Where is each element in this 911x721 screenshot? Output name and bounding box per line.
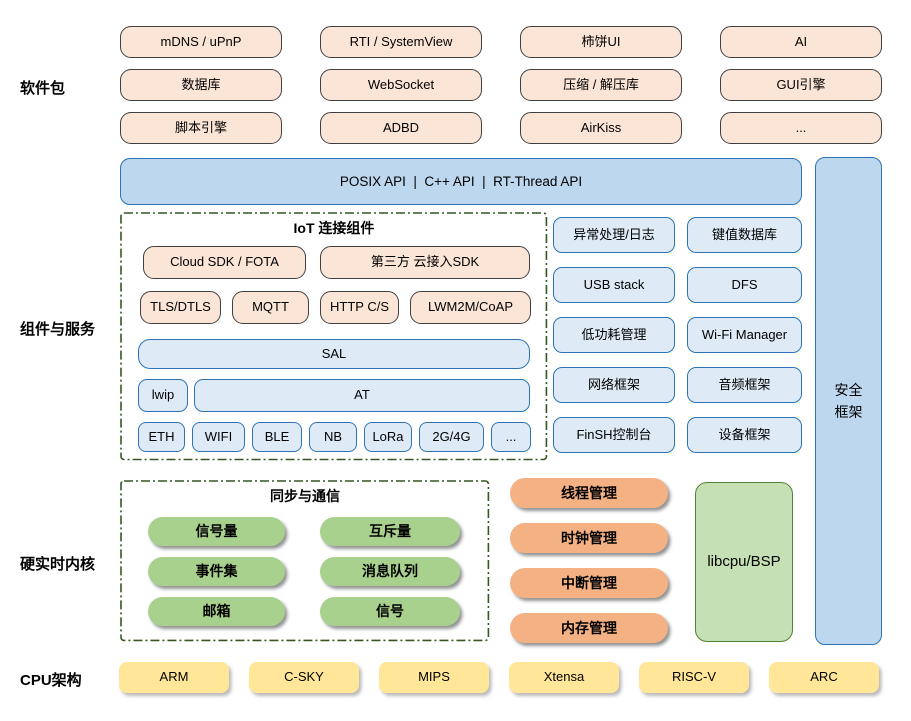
service-box: Wi-Fi Manager [687,317,802,353]
service-box: FinSH控制台 [553,417,675,453]
sync-communication-group: 同步与通信 信号量 互斥量 事件集 消息队列 邮箱 信号 [120,480,490,643]
service-box: 低功耗管理 [553,317,675,353]
cpu-arch-box: RISC-V [639,662,749,693]
lwip-box: lwip [138,379,188,412]
third-party-sdk-box: 第三方 云接入SDK [320,246,530,279]
package-box: AI [720,26,882,58]
service-box: 异常处理/日志 [553,217,675,253]
protocol-box: HTTP C/S [320,291,399,324]
cpu-arch-box: MIPS [379,662,489,693]
mgmt-pill: 中断管理 [510,568,668,598]
sync-group-title: 同步与通信 [270,488,340,504]
service-box: 网络框架 [553,367,675,403]
sync-pill: 邮箱 [148,597,285,626]
link-box: BLE [252,422,302,452]
iot-sdk-row: Cloud SDK / FOTA 第三方 云接入SDK [143,246,548,279]
link-layer-row: ETH WIFI BLE NB LoRa 2G/4G ... [138,422,548,452]
cpu-arch-box: ARC [769,662,879,693]
section-label-cpu: CPU架构 [20,672,82,689]
service-box: DFS [687,267,802,303]
stack-row: lwip AT [138,379,548,412]
api-bar: POSIX API | C++ API | RT-Thread API [120,158,802,205]
cpu-arch-box: Xtensa [509,662,619,693]
libcpu-bsp-box: libcpu/BSP [695,482,793,642]
sync-pill: 信号 [320,597,460,626]
package-box: GUI引擎 [720,69,882,101]
sync-pill: 信号量 [148,517,285,546]
link-box: NB [309,422,357,452]
security-framework-bar: 安全 框架 [815,157,882,645]
iot-group-title: IoT 连接组件 [293,220,375,236]
section-label-components: 组件与服务 [20,321,96,338]
protocol-box: LWM2M/CoAP [410,291,531,324]
service-box: USB stack [553,267,675,303]
link-box: LoRa [364,422,412,452]
cloud-sdk-box: Cloud SDK / FOTA [143,246,306,279]
cpu-architectures-grid: ARM C-SKY MIPS Xtensa RISC-V ARC [119,662,879,693]
link-box: ... [491,422,531,452]
protocol-box: TLS/DTLS [140,291,221,324]
package-box: WebSocket [320,69,482,101]
iot-components-group: IoT 连接组件 Cloud SDK / FOTA 第三方 云接入SDK TLS… [120,212,548,462]
package-box: ... [720,112,882,144]
mgmt-pill: 线程管理 [510,478,668,508]
services-grid: 异常处理/日志 键值数据库 USB stack DFS 低功耗管理 Wi-Fi … [553,217,802,453]
package-box: mDNS / uPnP [120,26,282,58]
link-box: 2G/4G [419,422,484,452]
sync-pill: 事件集 [148,557,285,586]
package-box: 压缩 / 解压库 [520,69,682,101]
sal-box: SAL [138,339,530,369]
section-label-kernel: 硬实时内核 [20,556,96,573]
section-label-packages: 软件包 [20,80,66,97]
at-box: AT [194,379,530,412]
package-box: AirKiss [520,112,682,144]
service-box: 键值数据库 [687,217,802,253]
service-box: 设备框架 [687,417,802,453]
cpu-arch-box: C-SKY [249,662,359,693]
sync-pill-grid: 信号量 互斥量 事件集 消息队列 邮箱 信号 [148,517,490,626]
sync-pill: 互斥量 [320,517,460,546]
package-box: 柿饼UI [520,26,682,58]
package-box: 数据库 [120,69,282,101]
sal-row: SAL [138,339,548,369]
link-box: WIFI [192,422,245,452]
mgmt-pill: 内存管理 [510,613,668,643]
software-packages-grid: mDNS / uPnP RTI / SystemView 柿饼UI AI 数据库… [120,26,882,144]
cpu-arch-box: ARM [119,662,229,693]
package-box: ADBD [320,112,482,144]
service-box: 音频框架 [687,367,802,403]
package-box: 脚本引擎 [120,112,282,144]
mgmt-pill: 时钟管理 [510,523,668,553]
package-box: RTI / SystemView [320,26,482,58]
protocol-box: MQTT [232,291,309,324]
sync-pill: 消息队列 [320,557,460,586]
kernel-management-column: 线程管理 时钟管理 中断管理 内存管理 [510,478,668,643]
link-box: ETH [138,422,185,452]
iot-protocol-row: TLS/DTLS MQTT HTTP C/S LWM2M/CoAP [140,291,548,324]
